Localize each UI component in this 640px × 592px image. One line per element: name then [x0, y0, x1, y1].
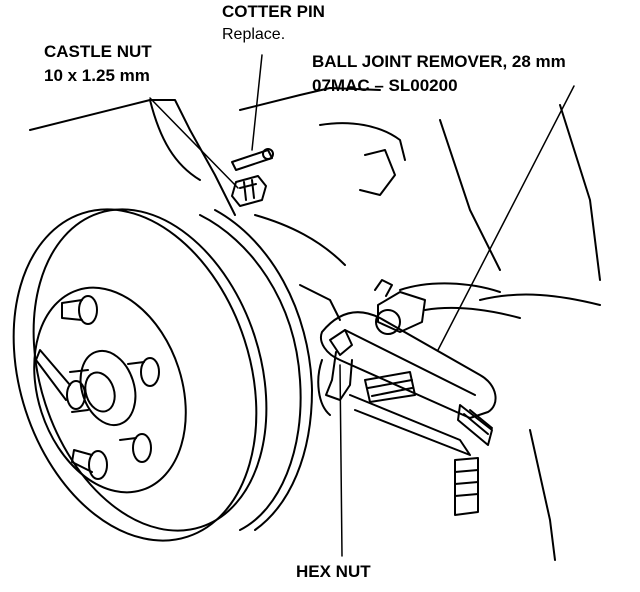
cotter-pin-part — [231, 148, 274, 171]
hex-nut-label: HEX NUT — [296, 562, 371, 581]
cotter-pin-note: Replace. — [222, 26, 286, 43]
leader-castle-nut — [149, 97, 239, 189]
ball-joint-remover-tool — [320, 279, 497, 516]
leader-ball-joint-remover — [437, 85, 575, 351]
leader-hex-nut — [339, 364, 343, 557]
lug-stud — [61, 295, 98, 325]
lug-stud — [35, 349, 86, 410]
wheel-hub — [33, 286, 187, 494]
lug-stud — [127, 357, 160, 387]
castle-nut-part — [231, 175, 267, 207]
lug-stud — [119, 433, 152, 463]
ball-joint-remover-part-number: 07MAC – SL00200 — [312, 76, 458, 95]
brake-disc — [12, 208, 313, 542]
lower-control-arm — [399, 282, 521, 319]
cotter-pin-label: COTTER PIN — [222, 2, 325, 21]
lug-stud — [71, 449, 108, 480]
ball-joint-stud — [317, 329, 353, 416]
ball-joint-remover-label: BALL JOINT REMOVER, 28 mm — [312, 52, 566, 71]
castle-nut-label: CASTLE NUT — [44, 42, 152, 61]
leader-cotter-pin — [251, 54, 263, 151]
strut-background — [29, 87, 601, 561]
castle-nut-spec: 10 x 1.25 mm — [44, 66, 150, 85]
